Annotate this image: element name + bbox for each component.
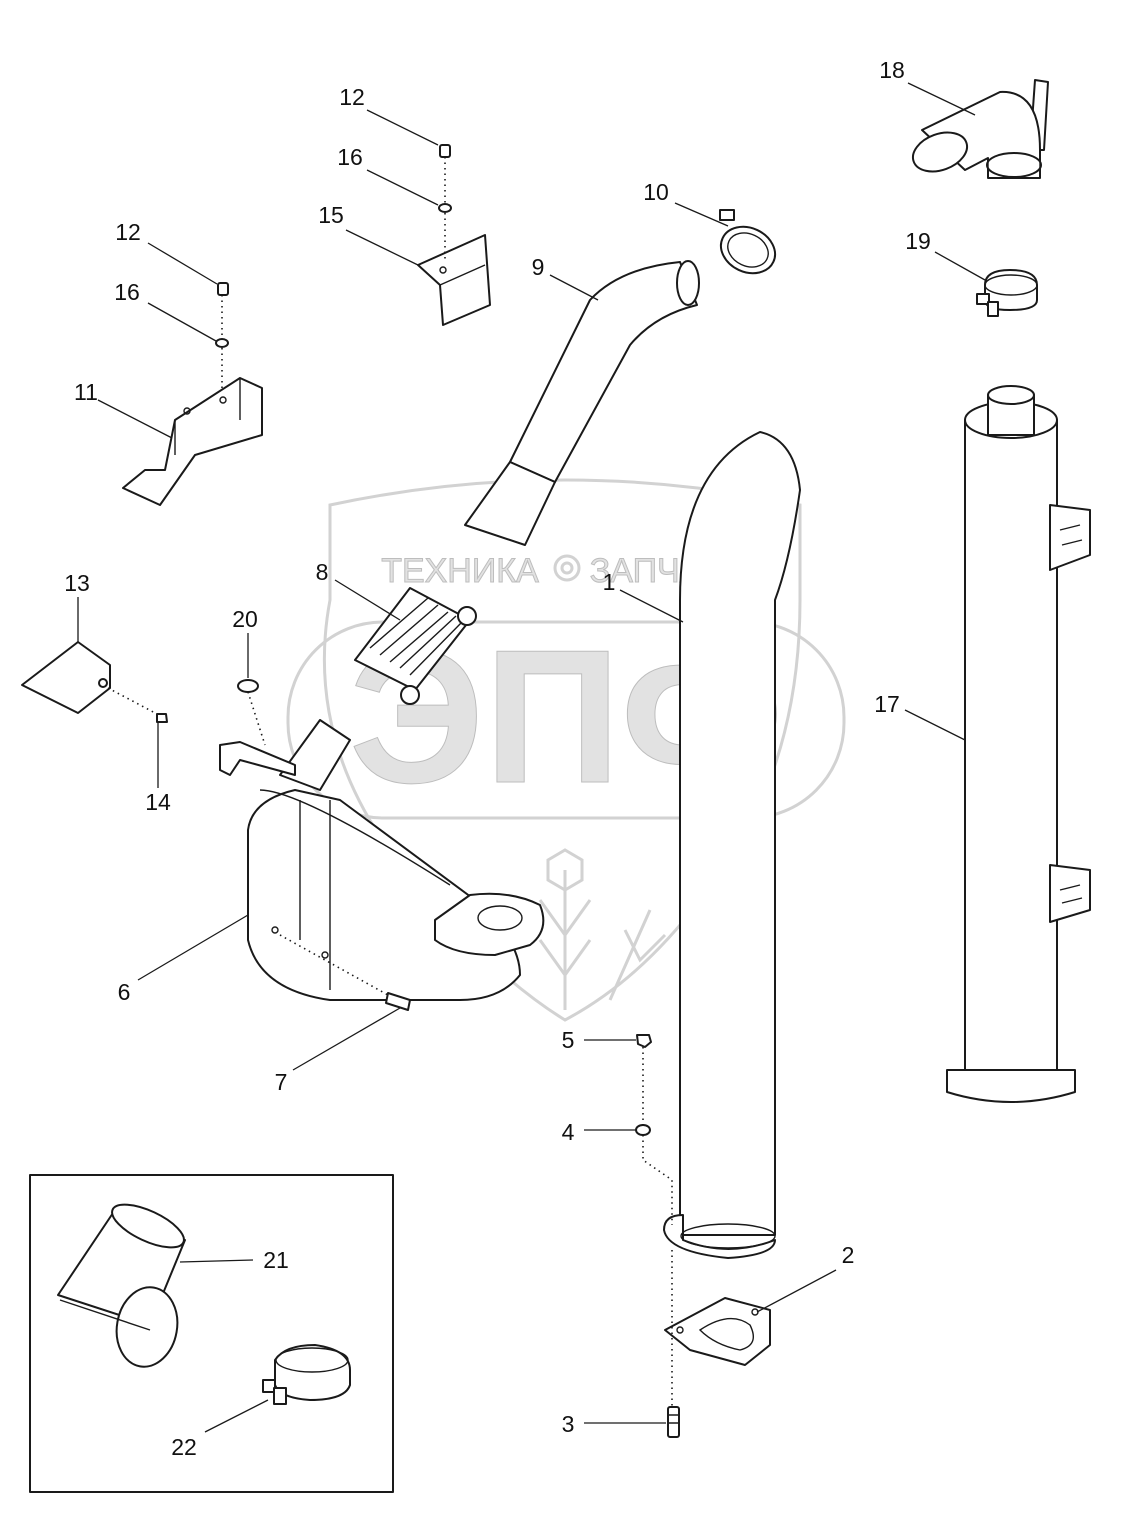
part-10-clamp <box>719 209 777 275</box>
callout-15: 15 <box>318 202 344 228</box>
part-5-nut <box>636 1034 652 1048</box>
part-2-gasket <box>664 1297 771 1366</box>
leader-lines <box>77 82 986 1433</box>
assembly-lines <box>107 157 673 1407</box>
part-3-stud <box>667 1406 680 1438</box>
callout-10: 10 <box>643 179 669 205</box>
part-18-exhaust-elbow <box>911 79 1049 179</box>
callout-16-upper: 16 <box>337 144 363 170</box>
callout-19: 19 <box>905 228 931 254</box>
watermark-text-left: ТЕХНИКА <box>381 552 539 590</box>
part-4-washer <box>635 1124 651 1136</box>
part-19-clamp <box>976 269 1038 317</box>
callout-4: 4 <box>562 1119 575 1145</box>
callout-16-lower: 16 <box>114 279 140 305</box>
callout-14: 14 <box>145 789 171 815</box>
part-16-washer-upper <box>438 203 452 213</box>
callout-9: 9 <box>532 254 545 280</box>
callout-6: 6 <box>118 979 131 1005</box>
callout-3: 3 <box>562 1411 575 1437</box>
callout-1: 1 <box>603 569 616 595</box>
callout-12-upper: 12 <box>339 84 365 110</box>
part-21-sleeve <box>57 1203 186 1368</box>
part-8-flex-hose <box>354 587 477 705</box>
callout-20: 20 <box>232 606 258 632</box>
part-14-screw <box>156 713 168 723</box>
part-22-clamp <box>262 1344 351 1405</box>
watermark-wheat-icon <box>538 848 667 1010</box>
part-6-manifold-shield <box>219 719 545 1001</box>
part-20-grommet <box>237 679 259 693</box>
callout-8: 8 <box>316 559 329 585</box>
callout-5: 5 <box>562 1027 575 1053</box>
part-12-bolt-upper <box>439 144 451 158</box>
inset-frame <box>29 1174 394 1493</box>
callout-7: 7 <box>275 1069 288 1095</box>
callout-21: 21 <box>263 1247 289 1273</box>
callout-11: 11 <box>74 379 98 405</box>
callout-22: 22 <box>171 1434 197 1460</box>
part-7-bolt <box>385 992 411 1011</box>
part-16-washer-lower <box>215 338 229 348</box>
callout-2: 2 <box>842 1242 855 1268</box>
part-9-pipe <box>464 260 700 546</box>
watermark-banner <box>286 620 846 820</box>
part-15-bracket <box>417 234 491 326</box>
callout-12-lower: 12 <box>115 219 141 245</box>
part-12-bolt-lower <box>217 282 229 296</box>
part-11-bracket <box>122 377 263 506</box>
callout-17: 17 <box>874 691 900 717</box>
part-17-muffler <box>946 385 1091 1103</box>
callout-13: 13 <box>64 570 90 596</box>
callout-labels: 1 2 3 4 5 6 7 8 9 10 11 12 12 13 14 15 1… <box>64 57 931 1460</box>
part-13-shield-plate <box>21 641 111 714</box>
callout-18: 18 <box>879 57 905 83</box>
part-1-tailpipe <box>663 431 801 1259</box>
gear-icon <box>553 554 581 582</box>
